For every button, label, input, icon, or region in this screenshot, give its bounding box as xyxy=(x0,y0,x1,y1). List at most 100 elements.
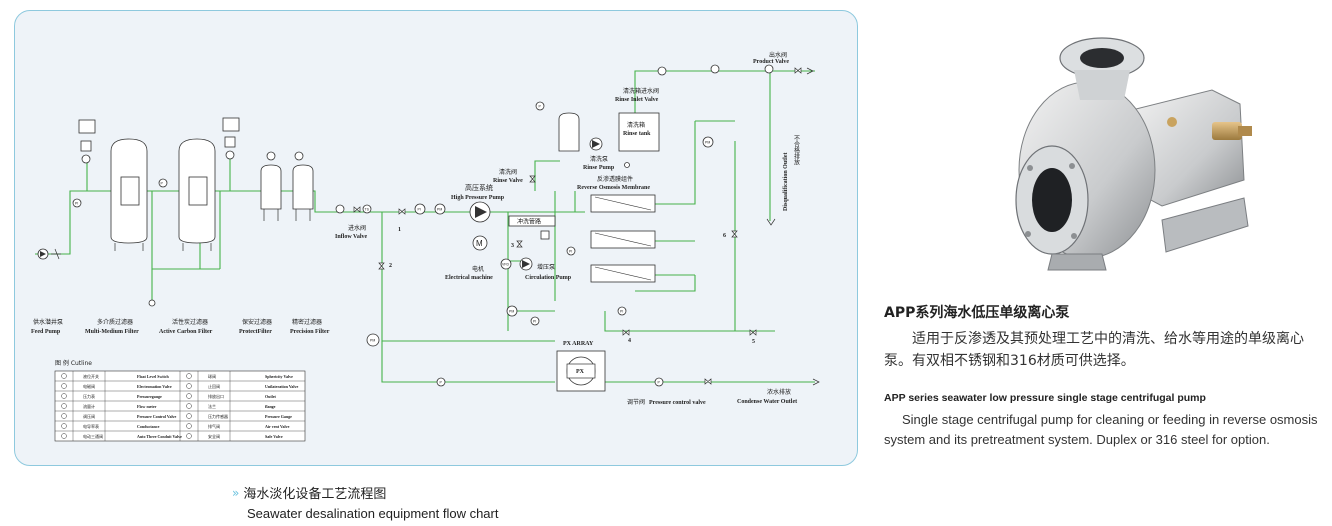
svg-text:Condense Water Outlet: Condense Water Outlet xyxy=(737,399,797,405)
product-description-zh: 适用于反渗透及其预处理工艺中的清洗、给水等用途的单级离心泵。有双相不锈钢和316… xyxy=(884,331,1304,369)
svg-text:4: 4 xyxy=(628,338,631,344)
legend-cell: Flow meter xyxy=(137,404,157,409)
svg-text:反渗透膜组件: 反渗透膜组件 xyxy=(597,175,633,183)
svg-text:多介质过滤器: 多介质过滤器 xyxy=(97,318,133,326)
legend-symbol xyxy=(61,423,67,429)
legend-cell: 压力表 xyxy=(83,393,95,399)
svg-text:电机: 电机 xyxy=(472,265,484,273)
legend-cell: 液位开关 xyxy=(83,373,99,379)
caption-zh-text: 海水淡化设备工艺流程图 xyxy=(243,487,387,502)
svg-text:ProtectFilter: ProtectFilter xyxy=(239,329,272,335)
svg-text:图 例 Cutline: 图 例 Cutline xyxy=(55,359,92,367)
legend-cell: Sphericity Valve xyxy=(265,374,293,379)
precision-filter xyxy=(292,151,314,221)
legend-cell: 安全阀 xyxy=(208,433,220,439)
gauges: PI TS PI PM PM P P PM PI PI PI PM P xyxy=(72,64,774,387)
svg-text:PX ARRAY: PX ARRAY xyxy=(563,341,594,347)
svg-text:P: P xyxy=(658,381,661,385)
high-pressure-pump: M xyxy=(469,201,491,251)
legend-symbol xyxy=(186,373,192,379)
svg-text:Rinse Inlet Valve: Rinse Inlet Valve xyxy=(615,97,659,103)
legend-cell: 法兰 xyxy=(208,403,216,409)
legend-symbol xyxy=(186,413,192,419)
legend-cell: Conductance xyxy=(137,424,160,429)
diagram-caption: » 海水淡化设备工艺流程图 Seawater desalination equi… xyxy=(232,483,499,522)
svg-text:3: 3 xyxy=(511,243,514,249)
legend-symbol xyxy=(61,433,67,439)
product-title-zh: APP系列海水低压单级离心泵 xyxy=(884,305,1070,321)
legend-cell: Auto Three Conduit Valve xyxy=(137,434,182,439)
svg-text:PI: PI xyxy=(75,202,78,206)
svg-text:高压系统: 高压系统 xyxy=(465,183,493,192)
svg-text:P: P xyxy=(161,182,164,186)
svg-text:PX: PX xyxy=(576,369,585,375)
legend-cell: 电动三通阀 xyxy=(83,433,103,439)
legend-symbol xyxy=(186,383,192,389)
legend-cell: Pressure Gauge xyxy=(265,414,292,419)
product-description-en: Single stage centrifugal pump for cleani… xyxy=(884,412,1318,447)
pipes xyxy=(35,70,815,383)
feed-pump xyxy=(37,248,61,260)
svg-text:精密过滤器: 精密过滤器 xyxy=(292,318,322,326)
svg-text:Inflow Valve: Inflow Valve xyxy=(335,234,368,240)
circulation-pump: VFD xyxy=(500,257,533,271)
legend-cell: Outlet xyxy=(265,394,277,399)
svg-text:Rinse tank: Rinse tank xyxy=(623,131,651,137)
ro-membranes xyxy=(590,194,656,283)
multi-medium-filter-tank: P xyxy=(110,138,168,251)
svg-text:VFD: VFD xyxy=(502,263,509,267)
legend-symbol xyxy=(186,393,192,399)
legend-cell: 压力传感器 xyxy=(208,413,228,419)
legend-cell: 调压阀 xyxy=(83,413,95,419)
svg-text:PI: PI xyxy=(620,310,623,314)
svg-text:Reverse Osmosis Membrane: Reverse Osmosis Membrane xyxy=(577,185,650,191)
svg-text:High Pressure Pump: High Pressure Pump xyxy=(451,195,505,201)
product-title-en: APP series seawater low pressure single … xyxy=(884,392,1206,404)
legend-symbol xyxy=(61,393,67,399)
svg-text:调节阀: 调节阀 xyxy=(627,398,645,406)
legend-symbol xyxy=(61,403,67,409)
legend-cell: Pressuregauge xyxy=(137,394,162,399)
legend: 图 例 Cutline 液位开关 Float Level Switch 球阀 Sphe… xyxy=(54,359,306,442)
svg-text:P: P xyxy=(440,381,443,385)
svg-text:Feed Pump: Feed Pump xyxy=(31,329,61,335)
legend-cell: Electromation Valve xyxy=(137,384,172,389)
svg-text:浓水排放: 浓水排放 xyxy=(767,388,791,396)
protect-filter xyxy=(260,151,282,221)
svg-text:Rinse Pump: Rinse Pump xyxy=(583,165,615,171)
legend-cell: 球阀 xyxy=(208,373,216,379)
legend-cell: flange xyxy=(265,404,276,409)
svg-text:清洗阀: 清洗阀 xyxy=(499,168,517,176)
svg-text:增压泵: 增压泵 xyxy=(537,263,555,271)
svg-text:Disqualification Outlet: Disqualification Outlet xyxy=(783,152,789,211)
legend-cell: Pressure Control Valve xyxy=(137,414,177,419)
svg-text:PI: PI xyxy=(569,250,572,254)
svg-text:冲洗管路: 冲洗管路 xyxy=(517,218,541,226)
legend-cell: Unilateration Valve xyxy=(265,384,298,389)
svg-text:6: 6 xyxy=(723,233,726,239)
svg-text:5: 5 xyxy=(752,339,755,345)
caption-english: Seawater desalination equipment flow cha… xyxy=(247,506,499,521)
svg-text:Electrical machine: Electrical machine xyxy=(445,275,493,281)
svg-text:保安过滤器: 保安过滤器 xyxy=(242,318,272,326)
svg-text:供水潜井泵: 供水潜井泵 xyxy=(33,318,63,326)
legend-cell: Safe Valve xyxy=(265,434,283,439)
svg-text:PM: PM xyxy=(705,141,710,145)
svg-text:PM: PM xyxy=(370,339,375,343)
svg-text:TS: TS xyxy=(365,208,370,212)
legend-symbol xyxy=(61,383,67,389)
float-level-switch-2 xyxy=(222,117,240,160)
diagram-labels: 供水潜井泵 Feed Pump 多介质过滤器 Multi-Medium Filt… xyxy=(31,51,800,406)
legend-cell: Float Level Switch xyxy=(137,374,170,379)
legend-cell: 排放出口 xyxy=(208,393,224,399)
svg-text:PM: PM xyxy=(437,208,442,212)
svg-text:Product Valve: Product Valve xyxy=(753,59,789,65)
valves xyxy=(353,67,802,385)
svg-text:Multi-Medium Filter: Multi-Medium Filter xyxy=(85,329,139,335)
svg-text:2: 2 xyxy=(389,263,392,269)
legend-symbol xyxy=(61,373,67,379)
svg-text:Circulation Pump: Circulation Pump xyxy=(525,275,572,281)
svg-text:出水阀: 出水阀 xyxy=(769,51,787,59)
svg-text:清洗箱: 清洗箱 xyxy=(627,121,645,129)
svg-text:1: 1 xyxy=(398,227,401,233)
